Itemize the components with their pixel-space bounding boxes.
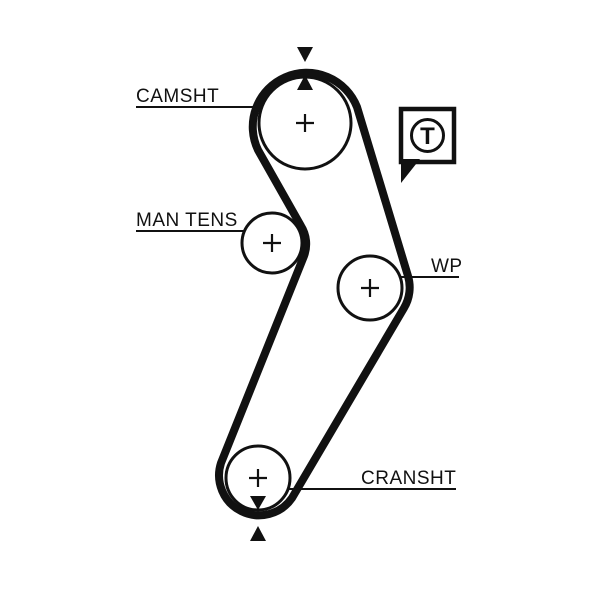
bottom-inner-arrow-icon [250,496,266,510]
bottom-outer-arrow-icon [250,526,266,541]
crankshaft-label: CRANSHT [361,468,456,489]
camshaft-label: CAMSHT [136,86,219,107]
water-pump-label: WP [431,256,463,277]
tensioner-plus-icon [263,234,281,252]
tool-badge-letter: T [420,123,435,150]
tool-badge: T [398,106,457,183]
tensioner-label: MAN TENS [136,210,238,231]
water-pump-plus-icon [361,279,379,297]
crankshaft-plus-icon [249,469,267,487]
tool-badge-circle [410,118,445,153]
tool-badge-pointer-icon [401,159,420,183]
timing-belt-path [215,68,414,520]
top-inner-arrow-icon [297,75,313,90]
top-outer-arrow-icon [297,47,313,62]
camshaft-plus-icon [296,114,314,132]
